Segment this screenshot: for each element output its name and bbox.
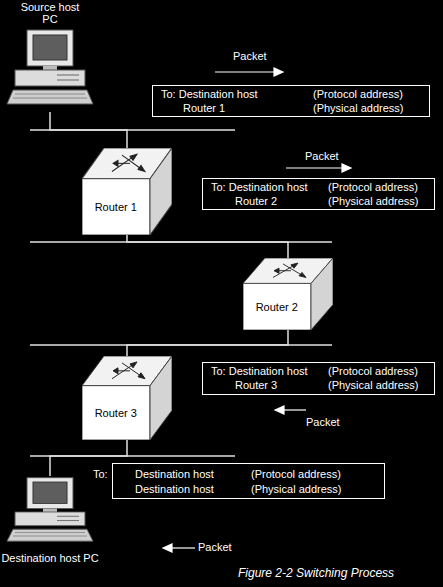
node-text: Router 2 bbox=[243, 283, 311, 330]
node-text: Destination host bbox=[135, 483, 214, 496]
packet-arrow bbox=[286, 167, 344, 168]
packet-header-box: To: Destination host (Protocol address) Ro… bbox=[152, 85, 430, 117]
packet-label: Packet bbox=[305, 150, 339, 163]
packet-arrow bbox=[170, 547, 195, 548]
router-box: Router 3 bbox=[82, 356, 172, 440]
network-link bbox=[50, 112, 127, 148]
network-link bbox=[127, 235, 288, 258]
node-text: Router 1 bbox=[82, 178, 150, 235]
packet-arrowhead bbox=[163, 544, 172, 552]
node-text: Router 3 bbox=[82, 385, 150, 440]
node-text: Source host PC bbox=[15, 1, 85, 25]
packet-header-box: To:Destination host(Protocol address)Des… bbox=[112, 463, 385, 499]
host-pc: Destination host PC bbox=[5, 476, 95, 581]
network-link bbox=[127, 330, 288, 356]
node-text: To: Destination host bbox=[211, 365, 308, 378]
node-text: To: bbox=[93, 468, 108, 481]
pc-illustration bbox=[5, 476, 95, 548]
node-text: Router 2 bbox=[235, 195, 277, 208]
node-text: (Protocol address) bbox=[313, 88, 403, 101]
node-text: (Physical address) bbox=[328, 195, 418, 208]
node-text: (Protocol address) bbox=[251, 468, 341, 481]
figure-caption: Figure 2-2 Switching Process bbox=[238, 567, 394, 580]
host-pc: Source host PC bbox=[5, 0, 95, 112]
packet-arrowhead bbox=[342, 164, 351, 172]
packet-arrowhead bbox=[275, 406, 284, 414]
node-text: Router 3 bbox=[235, 379, 277, 392]
packet-arrow bbox=[215, 71, 276, 72]
pc-illustration bbox=[5, 28, 95, 112]
node-text: To: Destination host bbox=[161, 88, 258, 101]
node-text: Router 1 bbox=[183, 102, 225, 115]
node-text: Destination host bbox=[135, 468, 214, 481]
router-illustration bbox=[82, 148, 172, 235]
node-text: (Physical address) bbox=[328, 379, 418, 392]
packet-label: Packet bbox=[233, 50, 267, 63]
packet-label: Packet bbox=[198, 541, 232, 554]
node-text: (Physical address) bbox=[251, 483, 341, 496]
node-text: (Physical address) bbox=[313, 102, 403, 115]
packet-arrowhead bbox=[274, 68, 283, 76]
router-box: Router 1 bbox=[82, 148, 172, 235]
node-text: (Protocol address) bbox=[328, 181, 418, 194]
router-illustration bbox=[243, 258, 333, 330]
router-illustration bbox=[82, 356, 172, 440]
packet-arrow bbox=[282, 409, 306, 410]
packet-label: Packet bbox=[306, 416, 340, 429]
packet-header-box: To: Destination host (Protocol address) Ro… bbox=[202, 362, 435, 395]
node-text: (Protocol address) bbox=[328, 365, 418, 378]
node-text: Destination host PC bbox=[0, 552, 101, 564]
packet-header-box: To: Destination host (Protocol address) Ro… bbox=[202, 178, 435, 210]
node-text: To: Destination host bbox=[211, 181, 308, 194]
router-box: Router 2 bbox=[243, 258, 333, 330]
